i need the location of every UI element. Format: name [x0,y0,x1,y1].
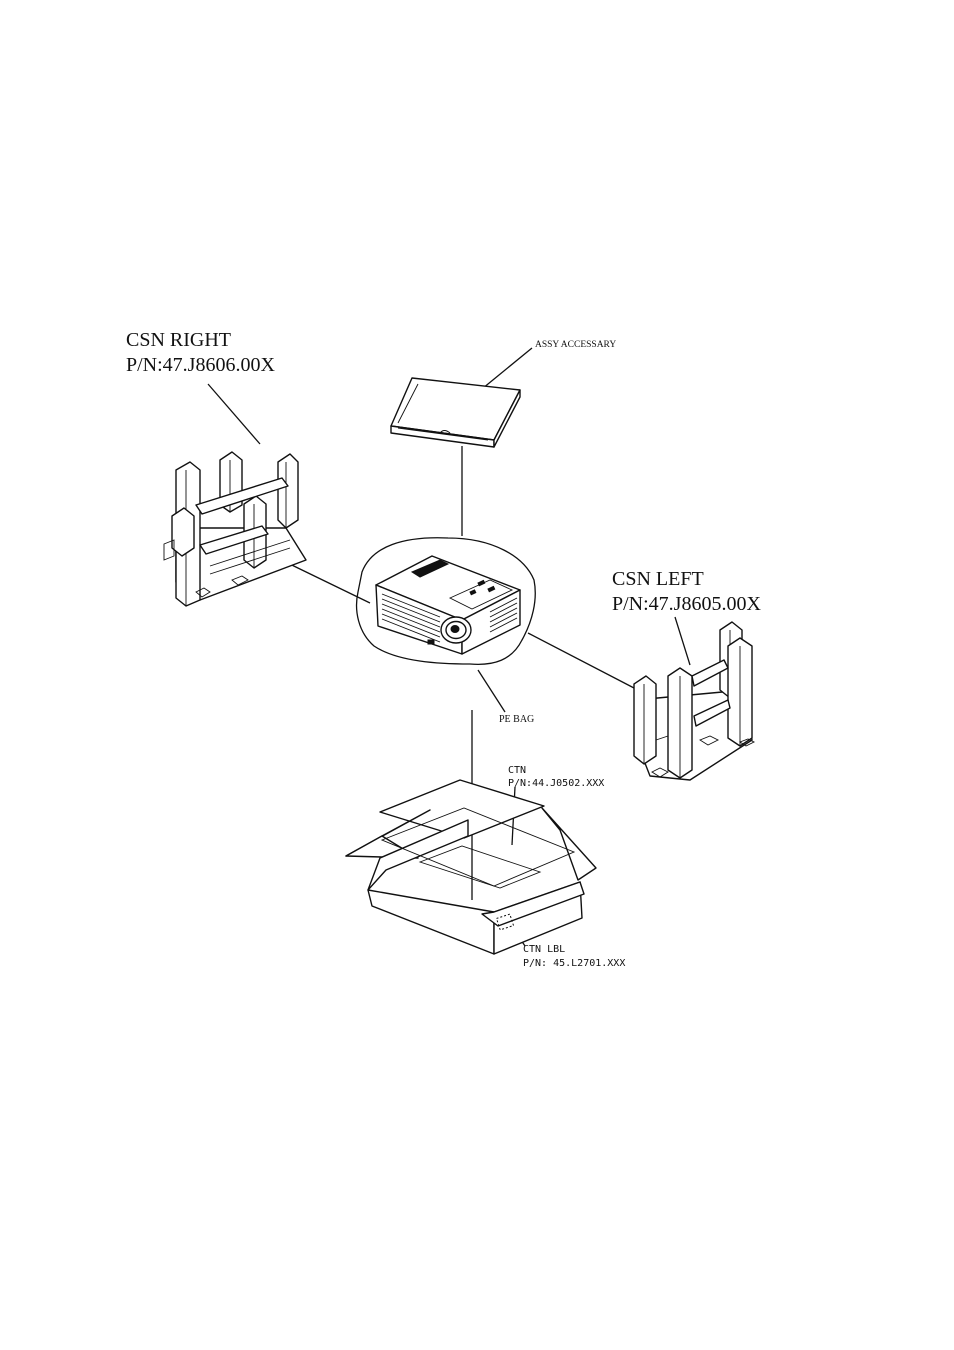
ctn-lbl-name-label: CTN LBL [523,944,565,955]
ctn-pn-label: P/N:44.J0502.XXX [508,778,604,789]
csn-right-leader [208,384,260,444]
csn-left-assembly-line [528,633,634,688]
csn-right-name-label: CSN RIGHT [126,329,231,351]
csn-left-name-label: CSN LEFT [612,568,704,590]
ctn-lbl-pn-label: P/N: 45.L2701.XXX [523,958,625,969]
pe-bag-label: PE BAG [499,714,534,725]
csn-left-leader [675,617,690,665]
accessory-box-icon [391,378,520,447]
csn-right-pn-label: P/N:47.J8606.00X [126,354,275,376]
projector-icon [376,556,520,654]
csn-left-pn-label: P/N:47.J8605.00X [612,593,761,615]
csn-left-cushion-icon [634,622,754,780]
ctn-name-label: CTN [508,765,526,776]
open-carton-icon [346,780,596,954]
assy-accessary-label: ASSY ACCESSARY [535,340,616,350]
pe-bag-leader [478,670,505,712]
csn-right-cushion-icon [164,452,306,606]
